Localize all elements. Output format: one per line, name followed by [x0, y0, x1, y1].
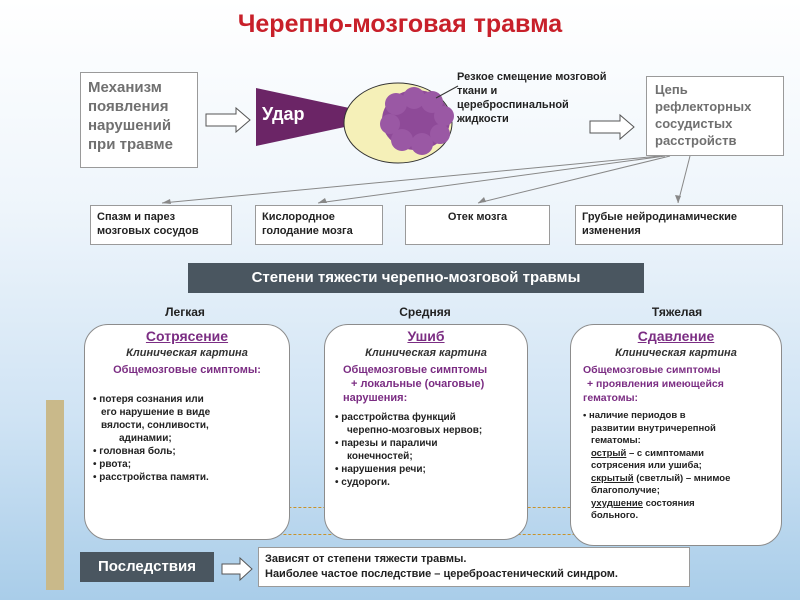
grade-card-concussion: Сотрясение Клиническая картина Общемозго… [84, 324, 290, 540]
list-item: гематомы: [591, 435, 641, 446]
grade-card-compression: Сдавление Клиническая картина Общемозгов… [570, 324, 782, 546]
list-item: • расстройства памяти. [93, 472, 209, 483]
clinical-label: Клиническая картина [126, 347, 248, 359]
impact-label: Удар [262, 104, 305, 124]
arrow-cons-to-text [221, 556, 253, 582]
clinical-label: Клиническая картина [365, 347, 487, 359]
symptoms-label-3: гематомы: [583, 392, 639, 404]
list-item: • нарушения речи; [335, 464, 426, 475]
grade-level-severe: Тяжелая [651, 305, 703, 319]
list-item: адинамии; [119, 433, 172, 444]
phase-worsening: ухудшение [591, 497, 643, 509]
clinical-label: Клиническая картина [615, 347, 737, 359]
arrow-mech-to-impact [205, 106, 251, 134]
symptoms-label-2: + локальные (очаговые) [351, 378, 485, 390]
phase-acute-desc: – с симптомами [626, 447, 705, 459]
list-item: благополучие; [591, 485, 660, 496]
consequences-label: Последствия [80, 552, 214, 582]
list-item: его нарушение в виде [101, 407, 211, 418]
grade-level-mild: Легкая [165, 305, 205, 319]
consequences-line-2: Наиболее частое последствие – цереброаст… [265, 568, 618, 580]
grade-level-moderate: Средняя [399, 305, 451, 319]
impact-shape [256, 88, 368, 146]
decorative-bar [46, 400, 64, 590]
arrows-chain-to-effects [161, 155, 691, 204]
list-item: вялости, сонливости, [101, 420, 209, 431]
list-item: • наличие периодов в [583, 410, 686, 421]
list-item: • парезы и параличи [335, 438, 438, 449]
list-item: • судороги. [335, 477, 390, 488]
list-item: ухудшение состояния [583, 498, 769, 511]
list-item: острый – с симптомами [583, 448, 769, 461]
symptoms-label-3: нарушения: [343, 392, 408, 404]
list-item: • расстройства функций [335, 412, 456, 423]
list-item: больного. [591, 510, 639, 521]
page-title: Черепно-мозговая травма [237, 10, 563, 38]
brain-icon [380, 87, 454, 155]
shift-text: Резкое смещение мозговой ткани и церебро… [457, 71, 607, 125]
grades-title: Степени тяжести черепно-мозговой травмы [188, 263, 644, 293]
phase-worsening-desc: состояния [642, 497, 695, 509]
list-item: • головная боль; [93, 446, 176, 457]
symptoms-label: Общемозговые симптомы [343, 364, 488, 376]
list-item: конечностей; [347, 451, 413, 462]
chain-box: Цепь рефлекторных сосудистых расстройств [646, 76, 784, 156]
effect-hypoxia: Кислородное голодание мозга [255, 205, 383, 245]
grade-name: Сотрясение [145, 328, 229, 344]
arrow-shift-to-chain [589, 113, 635, 141]
list-item: развитии внутричерепной [591, 422, 716, 434]
phase-latent: скрытый [591, 472, 634, 484]
phase-acute: острый [591, 447, 627, 459]
symptoms-label: Общемозговые симптомы [583, 364, 721, 376]
grade-name: Ушиб [407, 328, 445, 344]
effect-neurodynamic: Грубые нейродинамические изменения [575, 205, 783, 245]
grade-name: Сдавление [637, 328, 715, 344]
list-item: • потеря сознания или [93, 394, 204, 405]
symptoms-label: Общемозговые симптомы: [113, 364, 261, 376]
consequences-line-1: Зависят от степени тяжести травмы. [265, 553, 467, 565]
list-item: • рвота; [93, 459, 132, 470]
symptoms-label-2: + проявления имеющейся [587, 378, 724, 390]
list-item: черепно-мозговых нервов; [347, 425, 483, 436]
list-item: скрытый (светлый) – мнимое [583, 473, 769, 486]
phase-latent-desc: (светлый) – мнимое [633, 472, 731, 484]
mechanism-box: Механизм появления нарушений при травме [80, 72, 198, 168]
consequences-text: Зависят от степени тяжести травмы. Наибо… [258, 547, 690, 587]
effect-edema: Отек мозга [405, 205, 550, 245]
grade-card-contusion: Ушиб Клиническая картина Общемозговые си… [324, 324, 528, 540]
list-item: сотрясения или ушиба; [591, 460, 702, 471]
effect-spasm: Спазм и парез мозговых сосудов [90, 205, 232, 245]
